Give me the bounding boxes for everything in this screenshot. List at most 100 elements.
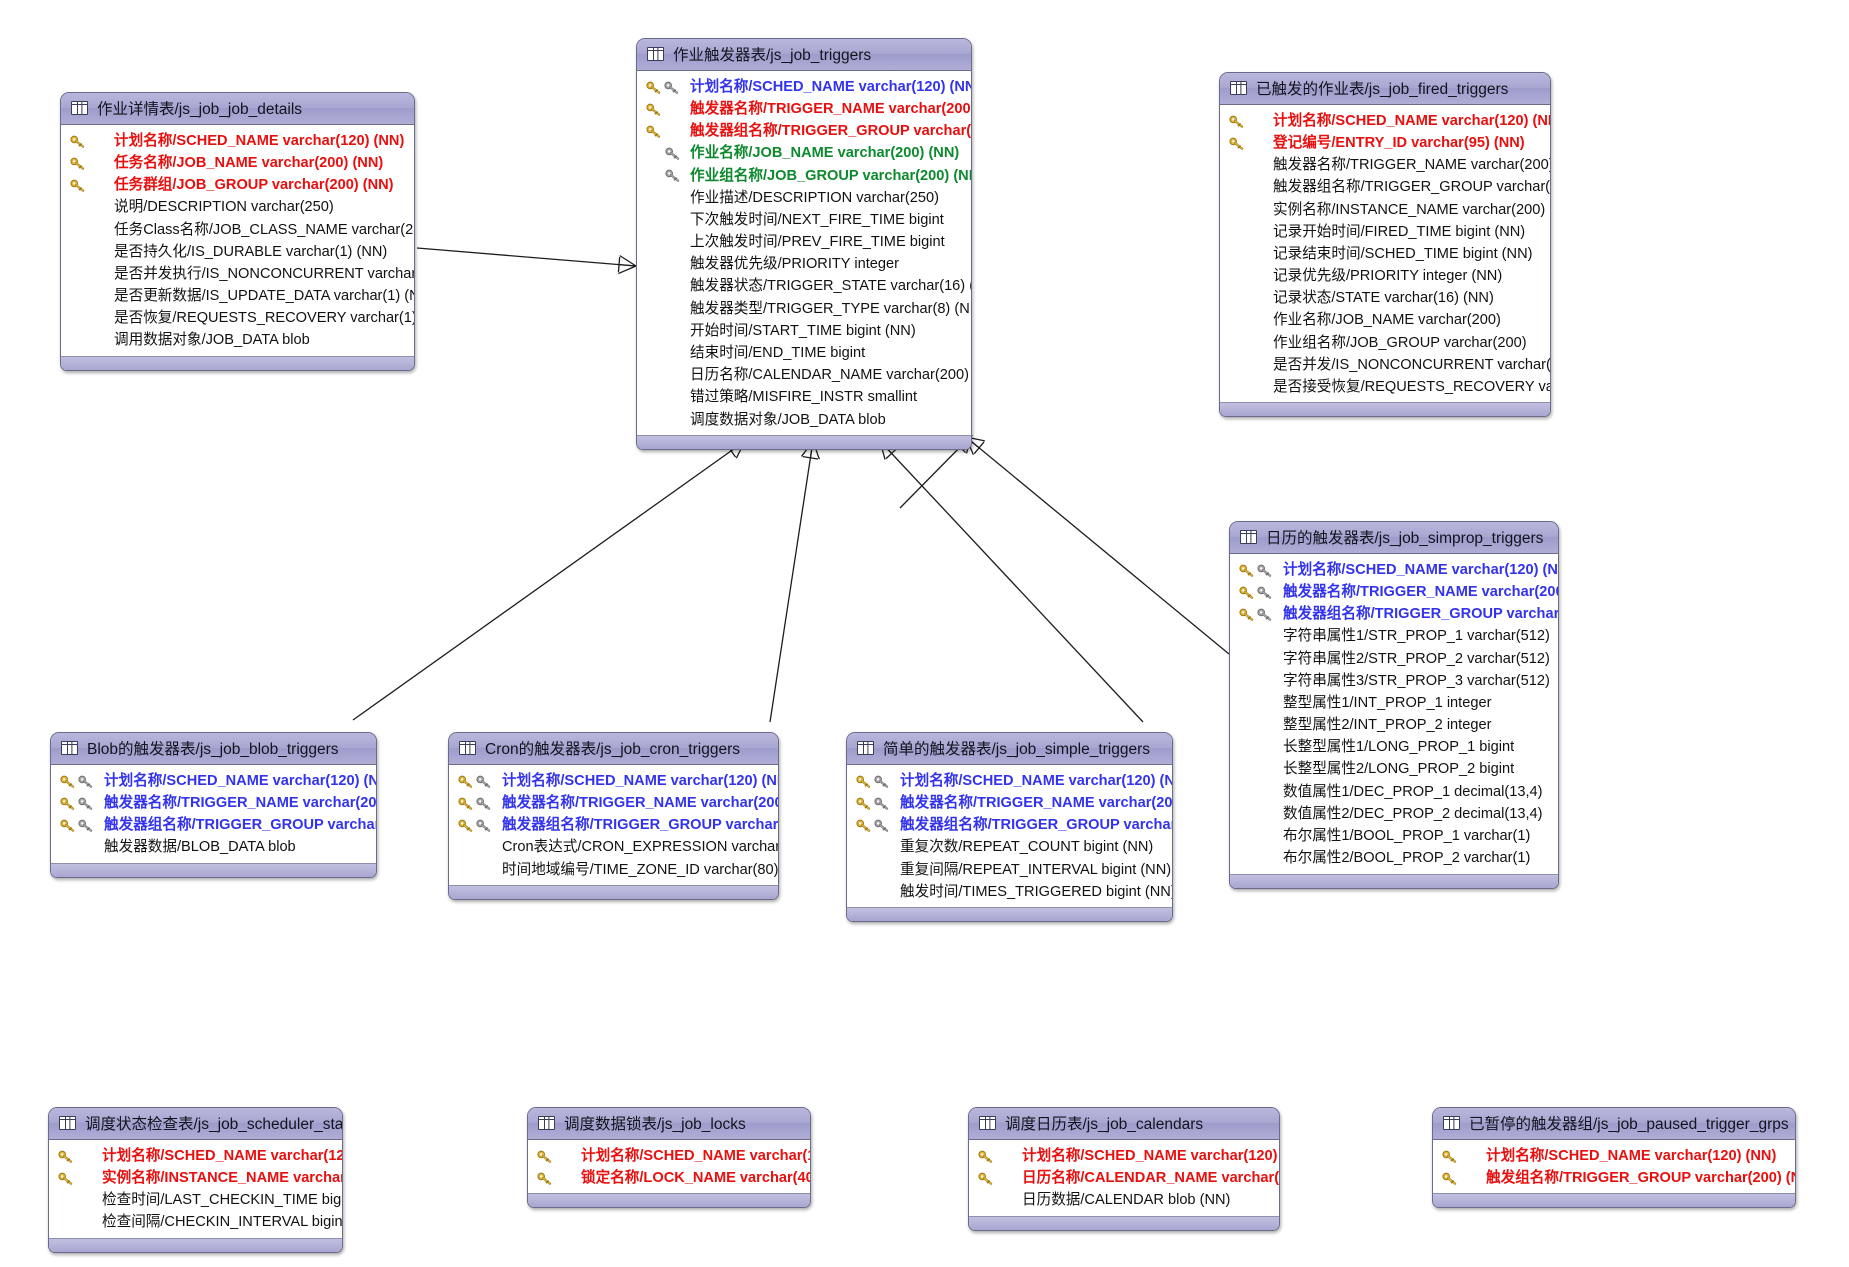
column-row[interactable]: 是否并发/IS_NONCONCURRENT varchar(1) xyxy=(1220,354,1550,376)
column-row[interactable]: 计划名称/SCHED_NAME varchar(120) (NN) xyxy=(1220,110,1550,132)
column-row[interactable]: 计划名称/SCHED_NAME varchar(120) (NN) xyxy=(61,130,414,152)
entity-table-locks[interactable]: 调度数据锁表/js_job_locks 计划名称/SCHED_NAME varch… xyxy=(527,1107,811,1209)
column-row[interactable]: 字符串属性2/STR_PROP_2 varchar(512) xyxy=(1230,648,1558,670)
column-row[interactable]: 整型属性2/INT_PROP_2 integer xyxy=(1230,714,1558,736)
column-row[interactable]: 计划名称/SCHED_NAME varchar(120) (NN) xyxy=(51,770,376,792)
entity-table-fired_triggers[interactable]: 已触发的作业表/js_job_fired_triggers 计划名称/SCHED_… xyxy=(1219,72,1551,418)
table-header-simple_triggers[interactable]: 简单的触发器表/js_job_simple_triggers xyxy=(847,733,1172,765)
column-row[interactable]: 字符串属性3/STR_PROP_3 varchar(512) xyxy=(1230,670,1558,692)
column-row[interactable]: 长整型属性2/LONG_PROP_2 bigint xyxy=(1230,759,1558,781)
entity-table-paused_trigger_grps[interactable]: 已暂停的触发器组/js_job_paused_trigger_grps 计划名称/… xyxy=(1432,1107,1796,1209)
entity-table-job_triggers[interactable]: 作业触发器表/js_job_triggers 计划名称/SCHED_NAME va… xyxy=(636,38,972,450)
table-header-fired_triggers[interactable]: 已触发的作业表/js_job_fired_triggers xyxy=(1220,73,1550,105)
entity-table-cron_triggers[interactable]: Cron的触发器表/js_job_cron_triggers 计划名称/SCHED… xyxy=(448,732,779,900)
column-row[interactable]: 结束时间/END_TIME bigint xyxy=(637,342,971,364)
column-row[interactable]: 作业组名称/JOB_GROUP varchar(200) (NN) xyxy=(637,165,971,187)
column-row[interactable]: 触发器名称/TRIGGER_NAME varchar(200) (NN) xyxy=(1220,154,1550,176)
column-row[interactable]: 上次触发时间/PREV_FIRE_TIME bigint xyxy=(637,231,971,253)
column-row[interactable]: 调度数据对象/JOB_DATA blob xyxy=(637,409,971,431)
column-row[interactable]: 触发器状态/TRIGGER_STATE varchar(16) (NN) xyxy=(637,276,971,298)
column-row[interactable]: 计划名称/SCHED_NAME varchar(120) (NN) xyxy=(847,770,1172,792)
column-row[interactable]: 记录开始时间/FIRED_TIME bigint (NN) xyxy=(1220,221,1550,243)
column-row[interactable]: 计划名称/SCHED_NAME varchar(120) (NN) xyxy=(1433,1145,1795,1167)
column-row[interactable]: 计划名称/SCHED_NAME varchar(120) (NN) xyxy=(969,1145,1279,1167)
table-header-paused_trigger_grps[interactable]: 已暂停的触发器组/js_job_paused_trigger_grps xyxy=(1433,1108,1795,1140)
column-row[interactable]: 说明/DESCRIPTION varchar(250) xyxy=(61,197,414,219)
column-row[interactable]: 计划名称/SCHED_NAME varchar(120) (NN) xyxy=(49,1145,342,1167)
column-row[interactable]: 检查时间/LAST_CHECKIN_TIME bigint (NN) xyxy=(49,1189,342,1211)
column-row[interactable]: 错过策略/MISFIRE_INSTR smallint xyxy=(637,387,971,409)
column-row[interactable]: 作业组名称/JOB_GROUP varchar(200) xyxy=(1220,332,1550,354)
table-header-blob_triggers[interactable]: Blob的触发器表/js_job_blob_triggers xyxy=(51,733,376,765)
column-row[interactable]: 计划名称/SCHED_NAME varchar(120) (NN) xyxy=(1230,559,1558,581)
column-row[interactable]: 是否并发执行/IS_NONCONCURRENT varchar(1) (NN) xyxy=(61,263,414,285)
column-row[interactable]: 数值属性2/DEC_PROP_2 decimal(13,4) xyxy=(1230,803,1558,825)
column-row[interactable]: 计划名称/SCHED_NAME varchar(120) (NN) xyxy=(449,770,778,792)
column-row[interactable]: 作业名称/JOB_NAME varchar(200) xyxy=(1220,310,1550,332)
column-row[interactable]: 重复间隔/REPEAT_INTERVAL bigint (NN) xyxy=(847,859,1172,881)
entity-table-job_details[interactable]: 作业详情表/js_job_job_details 计划名称/SCHED_NAME … xyxy=(60,92,415,371)
column-row[interactable]: 触发器名称/TRIGGER_NAME varchar(200) (NN) xyxy=(1230,581,1558,603)
column-row[interactable]: 整型属性1/INT_PROP_1 integer xyxy=(1230,692,1558,714)
column-row[interactable]: 实例名称/INSTANCE_NAME varchar(200) (NN) xyxy=(49,1167,342,1189)
entity-table-blob_triggers[interactable]: Blob的触发器表/js_job_blob_triggers 计划名称/SCHED… xyxy=(50,732,377,878)
column-row[interactable]: 数值属性1/DEC_PROP_1 decimal(13,4) xyxy=(1230,781,1558,803)
column-row[interactable]: 日历名称/CALENDAR_NAME varchar(200) xyxy=(637,364,971,386)
table-header-cron_triggers[interactable]: Cron的触发器表/js_job_cron_triggers xyxy=(449,733,778,765)
column-row[interactable]: 触发器名称/TRIGGER_NAME varchar(200) (NN) xyxy=(637,98,971,120)
table-header-simprop_triggers[interactable]: 日历的触发器表/js_job_simprop_triggers xyxy=(1230,522,1558,554)
column-row[interactable]: 锁定名称/LOCK_NAME varchar(40) (NN) xyxy=(528,1167,810,1189)
column-row[interactable]: 触发组名称/TRIGGER_GROUP varchar(200) (NN) xyxy=(1433,1167,1795,1189)
table-header-calendars[interactable]: 调度日历表/js_job_calendars xyxy=(969,1108,1279,1140)
column-row[interactable]: 计划名称/SCHED_NAME varchar(120) (NN) xyxy=(528,1145,810,1167)
column-row[interactable]: 触发器组名称/TRIGGER_GROUP varchar(200) (NN) xyxy=(847,814,1172,836)
column-row[interactable]: 长整型属性1/LONG_PROP_1 bigint xyxy=(1230,737,1558,759)
column-row[interactable]: 任务名称/JOB_NAME varchar(200) (NN) xyxy=(61,152,414,174)
entity-table-simple_triggers[interactable]: 简单的触发器表/js_job_simple_triggers 计划名称/SCHED… xyxy=(846,732,1173,923)
column-row[interactable]: Cron表达式/CRON_EXPRESSION varchar(120) (NN… xyxy=(449,837,778,859)
column-row[interactable]: 布尔属性2/BOOL_PROP_2 varchar(1) xyxy=(1230,847,1558,869)
column-row[interactable]: 触发器优先级/PRIORITY integer xyxy=(637,254,971,276)
column-row[interactable]: 记录状态/STATE varchar(16) (NN) xyxy=(1220,288,1550,310)
column-row[interactable]: 任务Class名称/JOB_CLASS_NAME varchar(250) (N… xyxy=(61,219,414,241)
column-row[interactable]: 布尔属性1/BOOL_PROP_1 varchar(1) xyxy=(1230,825,1558,847)
column-row[interactable]: 登记编号/ENTRY_ID varchar(95) (NN) xyxy=(1220,132,1550,154)
column-row[interactable]: 计划名称/SCHED_NAME varchar(120) (NN) xyxy=(637,76,971,98)
table-header-job_triggers[interactable]: 作业触发器表/js_job_triggers xyxy=(637,39,971,71)
entity-table-simprop_triggers[interactable]: 日历的触发器表/js_job_simprop_triggers 计划名称/SCHE… xyxy=(1229,521,1559,889)
column-row[interactable]: 触发器名称/TRIGGER_NAME varchar(200) (NN) xyxy=(449,792,778,814)
entity-table-scheduler_state[interactable]: 调度状态检查表/js_job_scheduler_state 计划名称/SCHED… xyxy=(48,1107,343,1253)
column-row[interactable]: 检查间隔/CHECKIN_INTERVAL bigint (NN) xyxy=(49,1212,342,1234)
column-row[interactable]: 触发器数据/BLOB_DATA blob xyxy=(51,837,376,859)
column-row[interactable]: 记录结束时间/SCHED_TIME bigint (NN) xyxy=(1220,243,1550,265)
column-row[interactable]: 时间地域编号/TIME_ZONE_ID varchar(80) xyxy=(449,859,778,881)
column-row[interactable]: 触发器组名称/TRIGGER_GROUP varchar(200) (NN) xyxy=(637,120,971,142)
column-row[interactable]: 调用数据对象/JOB_DATA blob xyxy=(61,330,414,352)
column-row[interactable]: 作业名称/JOB_NAME varchar(200) (NN) xyxy=(637,143,971,165)
table-header-locks[interactable]: 调度数据锁表/js_job_locks xyxy=(528,1108,810,1140)
entity-table-calendars[interactable]: 调度日历表/js_job_calendars 计划名称/SCHED_NAME va… xyxy=(968,1107,1280,1231)
column-row[interactable]: 记录优先级/PRIORITY integer (NN) xyxy=(1220,265,1550,287)
column-row[interactable]: 日历名称/CALENDAR_NAME varchar(200) (NN) xyxy=(969,1167,1279,1189)
column-row[interactable]: 触发器名称/TRIGGER_NAME varchar(200) (NN) xyxy=(847,792,1172,814)
column-row[interactable]: 开始时间/START_TIME bigint (NN) xyxy=(637,320,971,342)
column-row[interactable]: 字符串属性1/STR_PROP_1 varchar(512) xyxy=(1230,626,1558,648)
column-row[interactable]: 触发器组名称/TRIGGER_GROUP varchar(200) (NN) xyxy=(1220,177,1550,199)
column-row[interactable]: 触发器组名称/TRIGGER_GROUP varchar(200) (NN) xyxy=(449,814,778,836)
column-row[interactable]: 是否恢复/REQUESTS_RECOVERY varchar(1) (NN) xyxy=(61,308,414,330)
column-row[interactable]: 下次触发时间/NEXT_FIRE_TIME bigint xyxy=(637,209,971,231)
column-row[interactable]: 是否更新数据/IS_UPDATE_DATA varchar(1) (NN) xyxy=(61,285,414,307)
column-row[interactable]: 作业描述/DESCRIPTION varchar(250) xyxy=(637,187,971,209)
column-row[interactable]: 触发时间/TIMES_TRIGGERED bigint (NN) xyxy=(847,881,1172,903)
column-row[interactable]: 触发器类型/TRIGGER_TYPE varchar(8) (NN) xyxy=(637,298,971,320)
column-row[interactable]: 日历数据/CALENDAR blob (NN) xyxy=(969,1189,1279,1211)
table-header-scheduler_state[interactable]: 调度状态检查表/js_job_scheduler_state xyxy=(49,1108,342,1140)
table-header-job_details[interactable]: 作业详情表/js_job_job_details xyxy=(61,93,414,125)
column-row[interactable]: 触发器组名称/TRIGGER_GROUP varchar(200) (NN) xyxy=(1230,603,1558,625)
column-row[interactable]: 触发器名称/TRIGGER_NAME varchar(200) (NN) xyxy=(51,792,376,814)
column-row[interactable]: 是否持久化/IS_DURABLE varchar(1) (NN) xyxy=(61,241,414,263)
column-row[interactable]: 触发器组名称/TRIGGER_GROUP varchar(200) (NN) xyxy=(51,814,376,836)
column-row[interactable]: 任务群组/JOB_GROUP varchar(200) (NN) xyxy=(61,174,414,196)
column-row[interactable]: 是否接受恢复/REQUESTS_RECOVERY varchar(1) xyxy=(1220,376,1550,398)
column-row[interactable]: 实例名称/INSTANCE_NAME varchar(200) (NN) xyxy=(1220,199,1550,221)
